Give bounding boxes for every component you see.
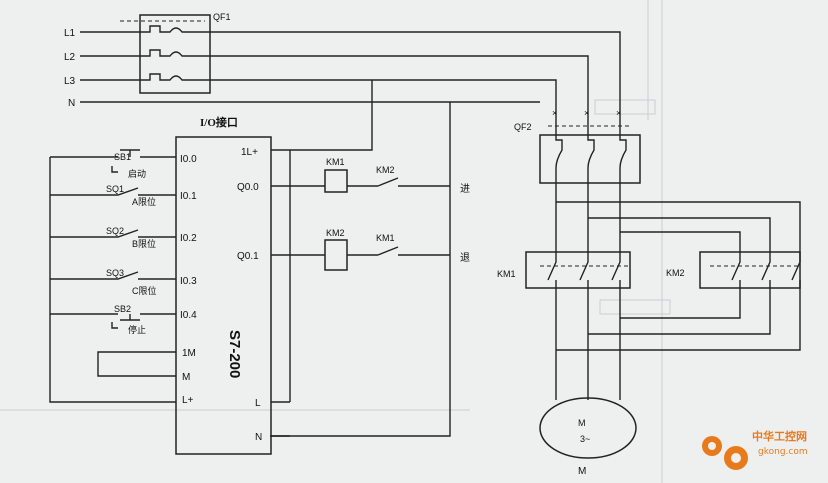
watermark-title: 中华工控网 xyxy=(752,429,807,443)
output-q0-1: Q0.1 xyxy=(237,251,259,262)
km2-contactor xyxy=(699,251,801,300)
sq1-tag: SQ1 xyxy=(106,184,124,194)
input-i0-0: I0.0 xyxy=(180,154,197,165)
qf1-breaker xyxy=(120,14,211,94)
svg-text:×: × xyxy=(616,108,621,118)
km2-coil xyxy=(324,239,348,271)
qf2-label: QF2 xyxy=(514,122,532,132)
terminal-1l-plus: 1L+ xyxy=(241,147,258,158)
background-artifacts xyxy=(0,0,671,483)
qf1-label: QF1 xyxy=(213,12,231,22)
coil-km1-label: KM1 xyxy=(326,157,345,167)
km1-label: KM1 xyxy=(497,269,516,279)
sb1-tag: SB1 xyxy=(114,152,131,162)
sq2-desc: B限位 xyxy=(132,238,156,249)
action-forward: 进 xyxy=(460,183,470,195)
output-wiring xyxy=(271,149,450,437)
sb2-tag: SB2 xyxy=(114,304,131,314)
line-input-wires xyxy=(80,31,621,437)
io-interface-title: I/O接口 xyxy=(200,115,238,129)
sq1-desc: A限位 xyxy=(132,196,156,207)
motor-feed xyxy=(555,300,801,400)
input-wiring xyxy=(49,149,176,403)
plc-model-label: S7-200 xyxy=(226,330,243,378)
motor-label: M xyxy=(578,418,586,428)
action-reverse: 退 xyxy=(460,252,470,264)
interlock-km1-label: KM1 xyxy=(376,233,395,243)
sb1-desc: 启动 xyxy=(128,168,146,179)
qf2-breaker: × × × xyxy=(539,108,641,200)
coil-km2-label: KM2 xyxy=(326,228,345,238)
line-l3-label: L3 xyxy=(64,76,76,87)
output-q0-0: Q0.0 xyxy=(237,182,259,193)
svg-text:×: × xyxy=(552,108,557,118)
input-i0-4: I0.4 xyxy=(180,310,197,321)
motor-symbol xyxy=(539,397,637,459)
watermark-gear-icon xyxy=(702,436,748,470)
terminal-n: N xyxy=(255,432,262,443)
input-i0-2: I0.2 xyxy=(180,233,197,244)
km1-contactor xyxy=(525,251,631,300)
terminal-l-plus-left: L+ xyxy=(182,395,194,406)
terminal-l: L xyxy=(255,398,261,409)
sq3-tag: SQ3 xyxy=(106,268,124,278)
line-n-label: N xyxy=(68,98,75,109)
interlock-km2-label: KM2 xyxy=(376,165,395,175)
watermark-url: gkong.com xyxy=(758,447,808,457)
power-bus xyxy=(555,200,801,258)
sb2-desc: 停止 xyxy=(128,324,146,335)
sq3-desc: C限位 xyxy=(132,285,157,296)
input-i0-1: I0.1 xyxy=(180,191,197,202)
line-l2-label: L2 xyxy=(64,52,76,63)
sq2-tag: SQ2 xyxy=(106,226,124,236)
line-l1-label: L1 xyxy=(64,28,76,39)
motor-phase: 3~ xyxy=(580,434,590,444)
motor-caption: M xyxy=(578,466,586,477)
plc-s7-200 xyxy=(175,136,272,455)
km2-label: KM2 xyxy=(666,268,685,278)
terminal-m: M xyxy=(182,372,190,383)
input-i0-3: I0.3 xyxy=(180,276,197,287)
km1-coil xyxy=(324,169,348,193)
terminal-1m: 1M xyxy=(182,348,196,359)
svg-text:×: × xyxy=(584,108,589,118)
